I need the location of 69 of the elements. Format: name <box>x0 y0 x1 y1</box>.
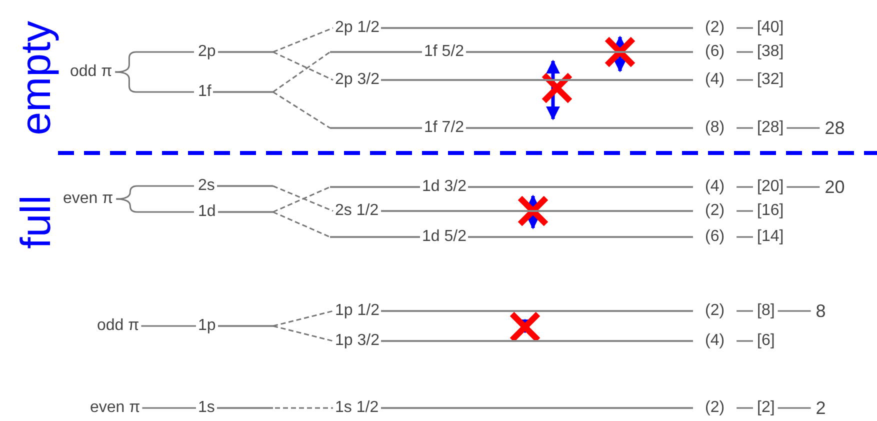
dashed-line <box>272 310 334 327</box>
energy-level <box>196 317 273 335</box>
level-label: 2p 3/2 <box>334 71 380 89</box>
brace-line <box>116 198 194 213</box>
double-arrow <box>526 194 540 230</box>
brace-line <box>115 71 194 93</box>
degeneracy-label: (2) <box>705 399 725 417</box>
dashed-line <box>272 91 330 129</box>
level-label: 2p <box>197 43 217 61</box>
connector-line <box>141 325 196 327</box>
level-label: 1s <box>197 399 216 417</box>
parity-label: odd π <box>70 63 112 81</box>
dashed-line <box>272 51 334 81</box>
degeneracy-label: (2) <box>705 19 725 37</box>
level-label: 1f 7/2 <box>423 119 466 137</box>
energy-level <box>333 71 693 89</box>
level-label: 1d 3/2 <box>421 178 468 196</box>
cumulative-count-label: [6] <box>757 332 775 350</box>
level-label: 1p 3/2 <box>334 332 380 350</box>
parity-label: odd π <box>97 317 140 335</box>
cumulative-count-label: [32] <box>757 71 784 89</box>
section-label: full <box>14 195 58 249</box>
cumulative-count-label: [28] <box>757 119 784 137</box>
degeneracy-label: (6) <box>705 43 725 61</box>
dashed-line <box>272 211 330 238</box>
level-label: 1d 5/2 <box>421 228 468 246</box>
brace-line <box>116 185 194 200</box>
dashed-line <box>275 407 333 409</box>
cumulative-count-label: [20] <box>757 178 784 196</box>
cumulative-count-label: [2] <box>757 399 775 417</box>
energy-level <box>333 302 693 320</box>
degeneracy-label: (6) <box>705 228 725 246</box>
double-arrow <box>546 60 560 120</box>
level-label: 1f <box>197 83 212 101</box>
degeneracy-label: (2) <box>705 302 725 320</box>
cumulative-count-label: [38] <box>757 43 784 61</box>
level-label: 1s 1/2 <box>334 399 380 417</box>
dashed-line <box>272 27 334 53</box>
energy-level <box>333 332 693 350</box>
connector-line <box>142 407 196 409</box>
double-arrow <box>613 36 627 72</box>
parity-label: even π <box>63 190 114 208</box>
brace-line <box>115 51 194 73</box>
level-label: 1d <box>197 203 217 221</box>
magic-number: 20 <box>824 178 845 196</box>
degeneracy-label: (8) <box>705 119 725 137</box>
parity-label: even π <box>90 399 140 417</box>
dashed-line <box>272 51 330 93</box>
level-label: 2s 1/2 <box>334 202 380 220</box>
cumulative-count-label: [40] <box>757 19 784 37</box>
cumulative-count-label: [8] <box>757 302 775 320</box>
section-label: empty <box>14 20 58 136</box>
cumulative-count-label: [14] <box>757 228 784 246</box>
cumulative-count-label: [16] <box>757 202 784 220</box>
degeneracy-label: (2) <box>705 202 725 220</box>
energy-level <box>196 43 273 61</box>
level-label: 2p 1/2 <box>334 19 380 37</box>
level-label: 2s <box>197 177 216 195</box>
dashed-line <box>272 325 334 342</box>
level-label: 1f 5/2 <box>423 43 466 61</box>
level-label: 1p <box>197 317 217 335</box>
magic-number: 2 <box>816 399 826 417</box>
magic-number: 28 <box>824 119 845 137</box>
energy-level <box>333 19 693 37</box>
level-label: 1p 1/2 <box>334 302 380 320</box>
degeneracy-label: (4) <box>705 71 725 89</box>
degeneracy-label: (4) <box>705 332 725 350</box>
degeneracy-label: (4) <box>705 178 725 196</box>
magic-number: 8 <box>816 302 826 320</box>
